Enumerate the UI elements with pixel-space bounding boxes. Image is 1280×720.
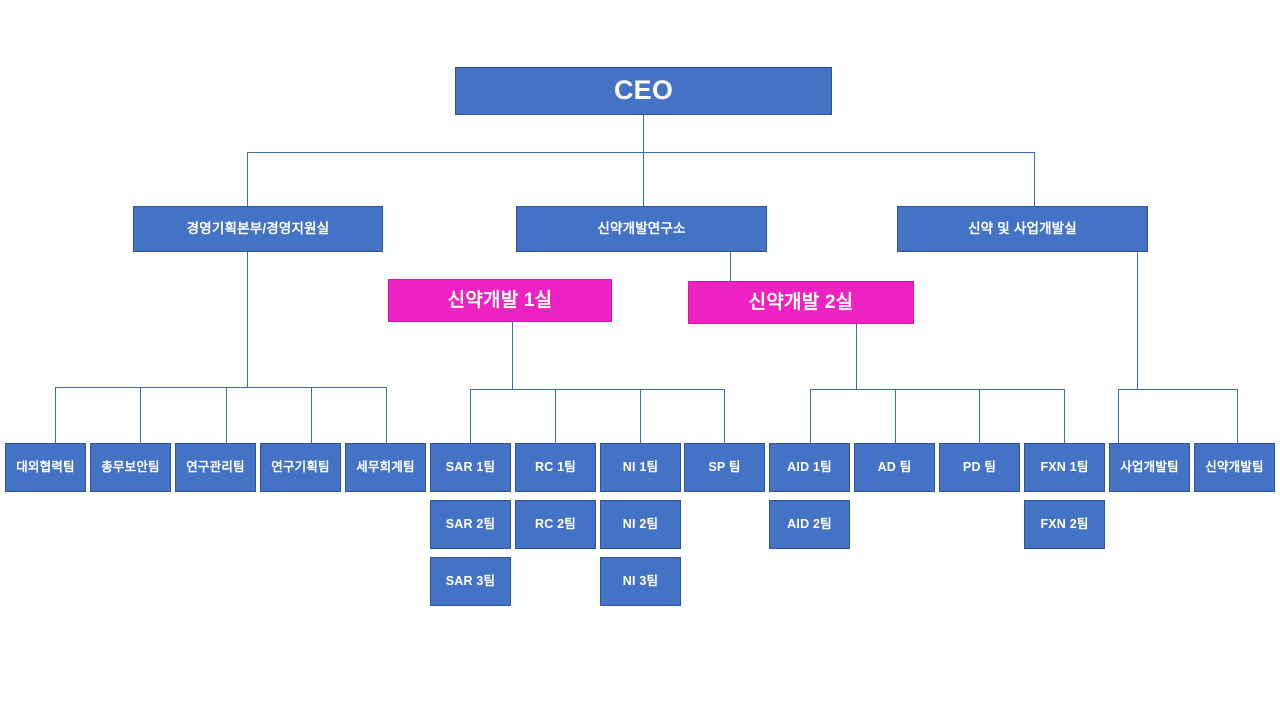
connector-lab1-team-sar [470,389,471,443]
node-team-aid-2[interactable]: AID 2팀 [769,500,850,549]
connector-lab2-team-aid [810,389,811,443]
connector-lab1-bus [470,389,725,390]
node-team-ad[interactable]: AD 팀 [854,443,935,492]
node-lab-1[interactable]: 신약개발 1실 [388,279,612,322]
node-team-aid-1[interactable]: AID 1팀 [769,443,850,492]
connector-lab2-team-ad [895,389,896,443]
node-team-sar-3[interactable]: SAR 3팀 [430,557,511,606]
connector-lab1-team-rc [555,389,556,443]
connector-mgmt-team-4 [311,387,312,443]
node-team-fxn-1[interactable]: FXN 1팀 [1024,443,1105,492]
node-team-sar-1[interactable]: SAR 1팀 [430,443,511,492]
connector-lab2-team-pd [979,389,980,443]
node-team-sinyak-gaebal[interactable]: 신약개발팀 [1194,443,1275,492]
node-division-rnd[interactable]: 신약개발연구소 [516,206,767,252]
connector-rnd-to-lab2 [730,252,731,281]
node-team-rc-2[interactable]: RC 2팀 [515,500,596,549]
node-lab-2[interactable]: 신약개발 2실 [688,281,914,324]
connector-mgmt-team-5 [386,387,387,443]
connector-bizdev-bus [1118,389,1238,390]
connector-main-bus [247,152,1035,153]
node-ceo[interactable]: CEO [455,67,832,115]
node-team-sar-2[interactable]: SAR 2팀 [430,500,511,549]
connector-mgmt-stem [247,252,248,388]
node-team-daeoe-hyeopryeok[interactable]: 대외협력팀 [5,443,86,492]
connector-drop-bizdev [1034,152,1035,206]
node-team-semu-hoegye[interactable]: 세무회계팀 [345,443,426,492]
node-team-saeop-gaebal[interactable]: 사업개발팀 [1109,443,1190,492]
node-team-ni-1[interactable]: NI 1팀 [600,443,681,492]
node-team-fxn-2[interactable]: FXN 2팀 [1024,500,1105,549]
node-team-ni-3[interactable]: NI 3팀 [600,557,681,606]
connector-lab2-bus [810,389,1065,390]
connector-lab1-team-sp [724,389,725,443]
connector-bizdev-stem [1137,252,1138,390]
node-team-pd[interactable]: PD 팀 [939,443,1020,492]
connector-ceo-stem [643,115,644,153]
node-team-chongmu-boan[interactable]: 총무보안팀 [90,443,171,492]
node-team-ni-2[interactable]: NI 2팀 [600,500,681,549]
node-team-sp[interactable]: SP 팀 [684,443,765,492]
connector-bizdev-team-2 [1237,389,1238,443]
node-team-yeongu-gwanri[interactable]: 연구관리팀 [175,443,256,492]
connector-mgmt-team-3 [226,387,227,443]
connector-drop-mgmt [247,152,248,206]
connector-mgmt-bus [55,387,386,388]
connector-bizdev-team-1 [1118,389,1119,443]
connector-mgmt-team-2 [140,387,141,443]
connector-drop-rnd [643,152,644,206]
connector-lab1-stem [512,321,513,390]
connector-lab2-team-fxn [1064,389,1065,443]
node-division-bizdev[interactable]: 신약 및 사업개발실 [897,206,1148,252]
node-team-yeongu-gihoek[interactable]: 연구기획팀 [260,443,341,492]
connector-mgmt-team-1 [55,387,56,443]
connector-lab2-stem [856,321,857,390]
node-team-rc-1[interactable]: RC 1팀 [515,443,596,492]
connector-lab1-team-ni [640,389,641,443]
node-division-mgmt[interactable]: 경영기획본부/경영지원실 [133,206,383,252]
